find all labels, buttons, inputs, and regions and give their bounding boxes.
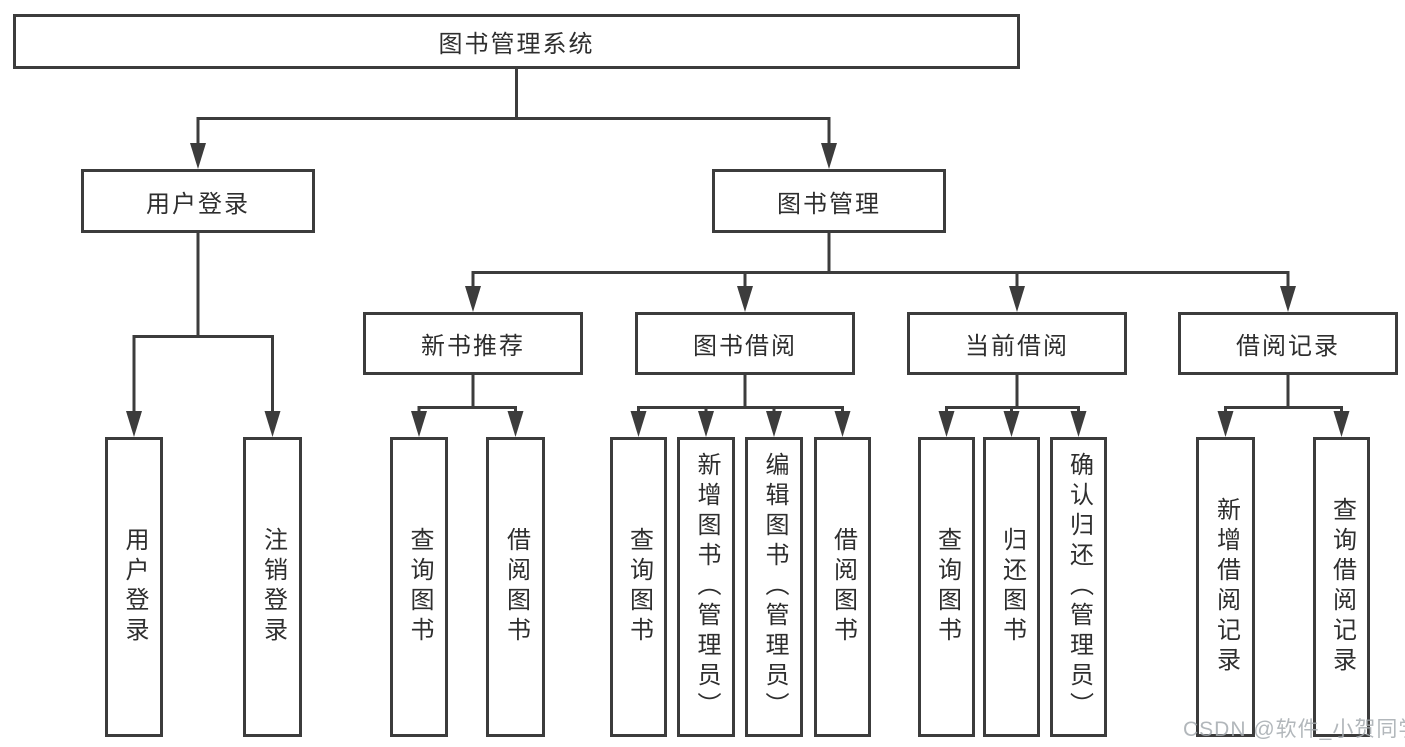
node-current-borrowing: 当前借阅 [907, 312, 1127, 375]
connector-borrowing-records-to-leaves [1224, 375, 1343, 418]
arrowhead-book-management [821, 143, 837, 169]
node-user-login: 用户登录 [81, 169, 315, 233]
node-book-borrowing-label: 图书借阅 [693, 333, 797, 360]
leaf-query-books-borrowing-label: 查询图书 [625, 527, 653, 647]
leaf-borrow-books-borrowing-label: 借阅图书 [829, 527, 857, 647]
arrowhead-current-borrowing [1009, 286, 1025, 312]
leaf-query-borrow-record-label: 查询借阅记录 [1328, 497, 1356, 677]
leaf-return-books-label: 归还图书 [998, 527, 1026, 647]
leaf-add-books-admin: 新增图书（管理员） [677, 437, 735, 737]
leaf-return-books: 归还图书 [983, 437, 1040, 737]
leaf-query-books-current-label: 查询图书 [933, 527, 961, 647]
leaf-query-books-borrowing: 查询图书 [610, 437, 667, 737]
node-book-management: 图书管理 [712, 169, 946, 233]
arrowhead-leaf-return-books [1003, 411, 1020, 437]
leaf-add-books-admin-label: 新增图书（管理员） [693, 452, 720, 722]
leaf-logout: 注销登录 [243, 437, 302, 737]
leaf-user-login-label: 用户登录 [121, 527, 148, 647]
arrowhead-leaf-query-borrow-record [1333, 411, 1350, 437]
leaf-confirm-return-admin-label: 确认归还（管理员） [1065, 452, 1093, 722]
connector-book-management-to-level3 [471, 233, 1290, 292]
node-borrowing-records-label: 借阅记录 [1236, 333, 1340, 360]
arrowhead-leaf-logout [264, 411, 281, 437]
arrowhead-leaf-add-borrow-record [1217, 411, 1234, 437]
arrowhead-leaf-add-books-admin [698, 411, 714, 437]
arrowhead-leaf-edit-books-admin [766, 411, 782, 437]
arrowhead-new-book-recommendation [465, 286, 481, 312]
connector-new-book-recommendation-to-leaves [417, 375, 517, 418]
leaf-query-books-recommend-label: 查询图书 [406, 527, 433, 647]
arrowhead-leaf-query-books-borrowing [630, 411, 647, 437]
leaf-confirm-return-admin: 确认归还（管理员） [1050, 437, 1107, 737]
node-borrowing-records: 借阅记录 [1178, 312, 1398, 375]
node-system-root-label: 图书管理系统 [438, 31, 595, 58]
node-book-management-label: 图书管理 [777, 190, 881, 218]
leaf-logout-label: 注销登录 [259, 527, 287, 647]
node-book-borrowing: 图书借阅 [635, 312, 855, 375]
node-system-root: 图书管理系统 [13, 14, 1020, 69]
node-new-book-recommendation-label: 新书推荐 [421, 333, 525, 360]
leaf-add-borrow-record: 新增借阅记录 [1196, 437, 1255, 737]
arrowhead-book-borrowing [737, 286, 753, 312]
leaf-query-books-recommend: 查询图书 [390, 437, 448, 737]
leaf-borrow-books-recommend: 借阅图书 [486, 437, 545, 737]
arrowhead-leaf-query-books-recommend [411, 411, 427, 437]
watermark: CSDN @软件_小贺同学 [1183, 718, 1405, 741]
connector-user-login-to-leaves [132, 233, 274, 417]
leaf-borrow-books-recommend-label: 借阅图书 [502, 527, 530, 647]
leaf-user-login: 用户登录 [105, 437, 163, 737]
arrowhead-leaf-user-login [126, 411, 142, 437]
leaf-query-books-current: 查询图书 [918, 437, 975, 737]
node-user-login-label: 用户登录 [146, 190, 250, 218]
leaf-borrow-books-borrowing: 借阅图书 [814, 437, 871, 737]
arrowhead-leaf-confirm-return-admin [1070, 411, 1087, 437]
node-new-book-recommendation: 新书推荐 [363, 312, 583, 375]
leaf-edit-books-admin-label: 编辑图书（管理员） [761, 452, 788, 722]
arrowhead-leaf-borrow-books-borrowing [834, 411, 851, 437]
connector-root-to-level2 [196, 69, 831, 148]
connector-book-borrowing-to-leaves [637, 375, 844, 418]
leaf-query-borrow-record: 查询借阅记录 [1313, 437, 1370, 737]
node-current-borrowing-label: 当前借阅 [965, 333, 1069, 360]
leaf-add-borrow-record-label: 新增借阅记录 [1212, 497, 1240, 677]
arrowhead-borrowing-records [1280, 286, 1296, 312]
arrowhead-leaf-borrow-books-recommend [507, 411, 524, 437]
arrowhead-leaf-query-books-current [938, 411, 955, 437]
leaf-edit-books-admin: 编辑图书（管理员） [745, 437, 803, 737]
arrowhead-user-login [190, 143, 206, 169]
